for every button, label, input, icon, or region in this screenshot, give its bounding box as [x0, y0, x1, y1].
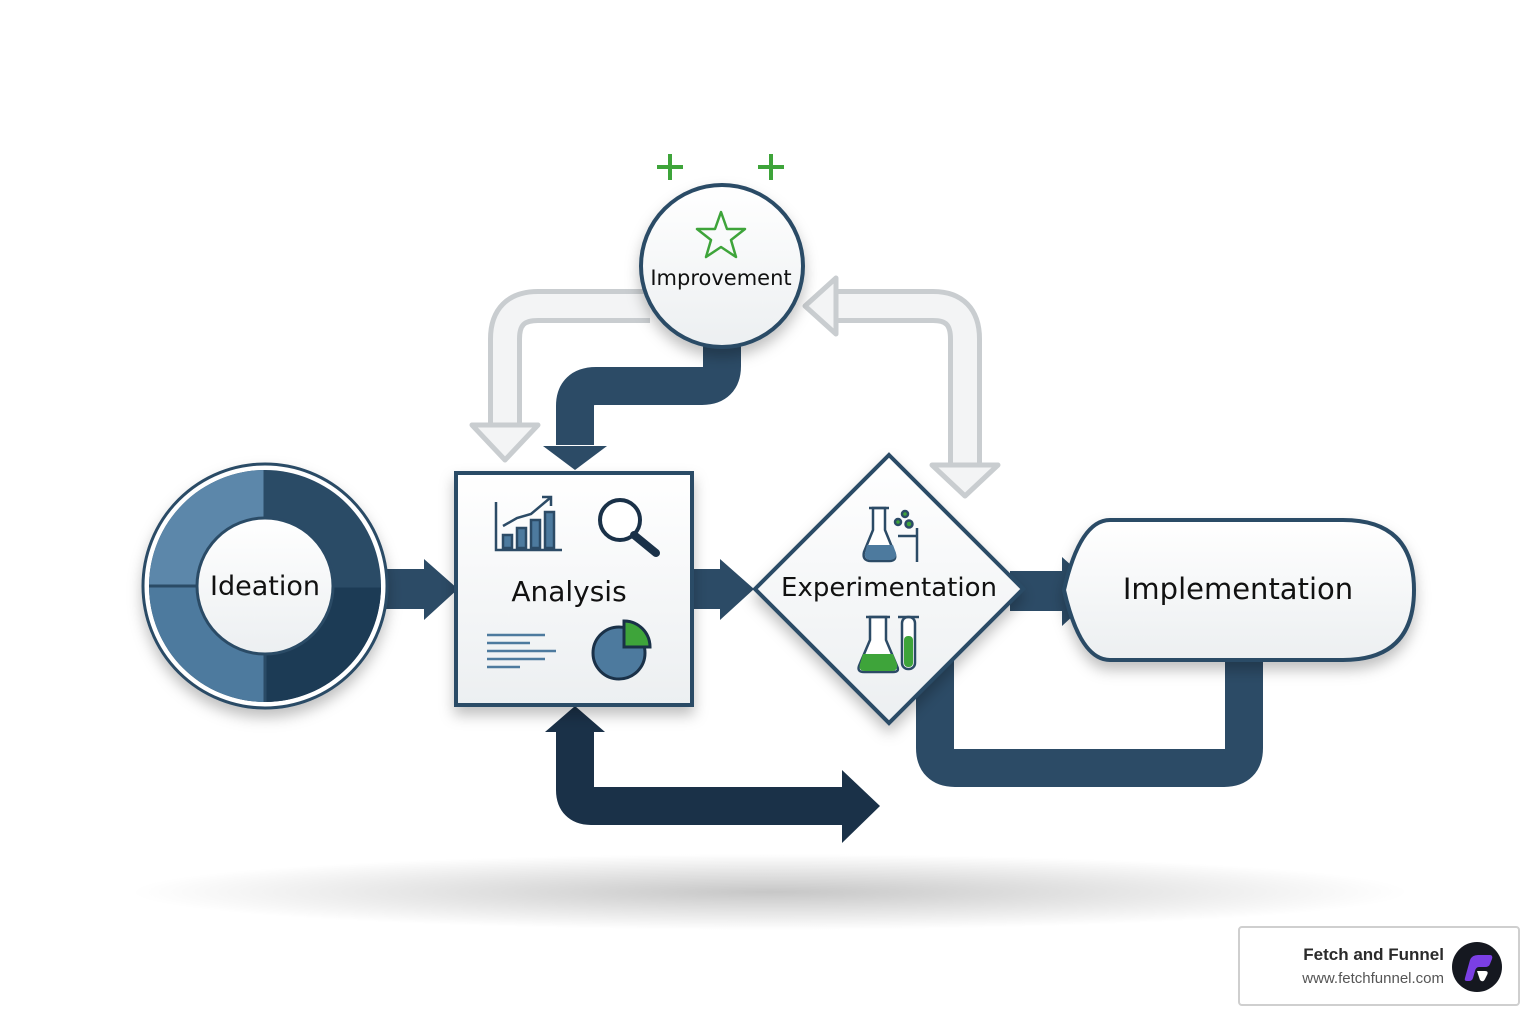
- implementation-node: [1061, 518, 1417, 662]
- connector-implementation-return: [916, 640, 1263, 787]
- analysis-label: Analysis: [511, 575, 626, 608]
- feedback-arrows: [469, 275, 1001, 499]
- magnifier-icon: [598, 498, 660, 557]
- improvement-node: [639, 183, 805, 349]
- arrow-ideation-analysis: [382, 559, 458, 620]
- plus-icon: [758, 154, 784, 180]
- experimentation-label: Experimentation: [781, 573, 997, 603]
- experimentation-node: [752, 452, 1026, 726]
- beaker-icon: [857, 615, 919, 674]
- connector-improvement-analysis-head: [543, 446, 607, 470]
- improvement-label: Improvement: [650, 266, 791, 290]
- bar-chart-icon: [494, 495, 562, 552]
- plus-icon: [657, 154, 683, 180]
- arrow-analysis-experimentation: [690, 559, 754, 620]
- ideation-node: [141, 462, 389, 710]
- brand-watermark: Fetch and Funnel www.fetchfunnel.com: [1238, 926, 1520, 1006]
- connector-improvement-analysis: [556, 330, 741, 445]
- implementation-label: Implementation: [1123, 572, 1353, 606]
- feedback-arrow-right: [835, 289, 982, 465]
- floor-shadow: [130, 854, 1410, 930]
- flask-icon: [862, 506, 919, 563]
- star-icon: [695, 210, 747, 259]
- ideation-label: Ideation: [210, 571, 320, 602]
- brand-name: Fetch and Funnel: [1303, 945, 1444, 964]
- pie-chart-icon: [591, 619, 652, 681]
- connector-analysis-bottom-head: [842, 770, 880, 843]
- text-lines-icon: [487, 633, 556, 669]
- brand-logo-icon: [1452, 942, 1502, 992]
- brand-url: www.fetchfunnel.com: [1302, 970, 1444, 987]
- connector-analysis-bottom: [556, 730, 845, 825]
